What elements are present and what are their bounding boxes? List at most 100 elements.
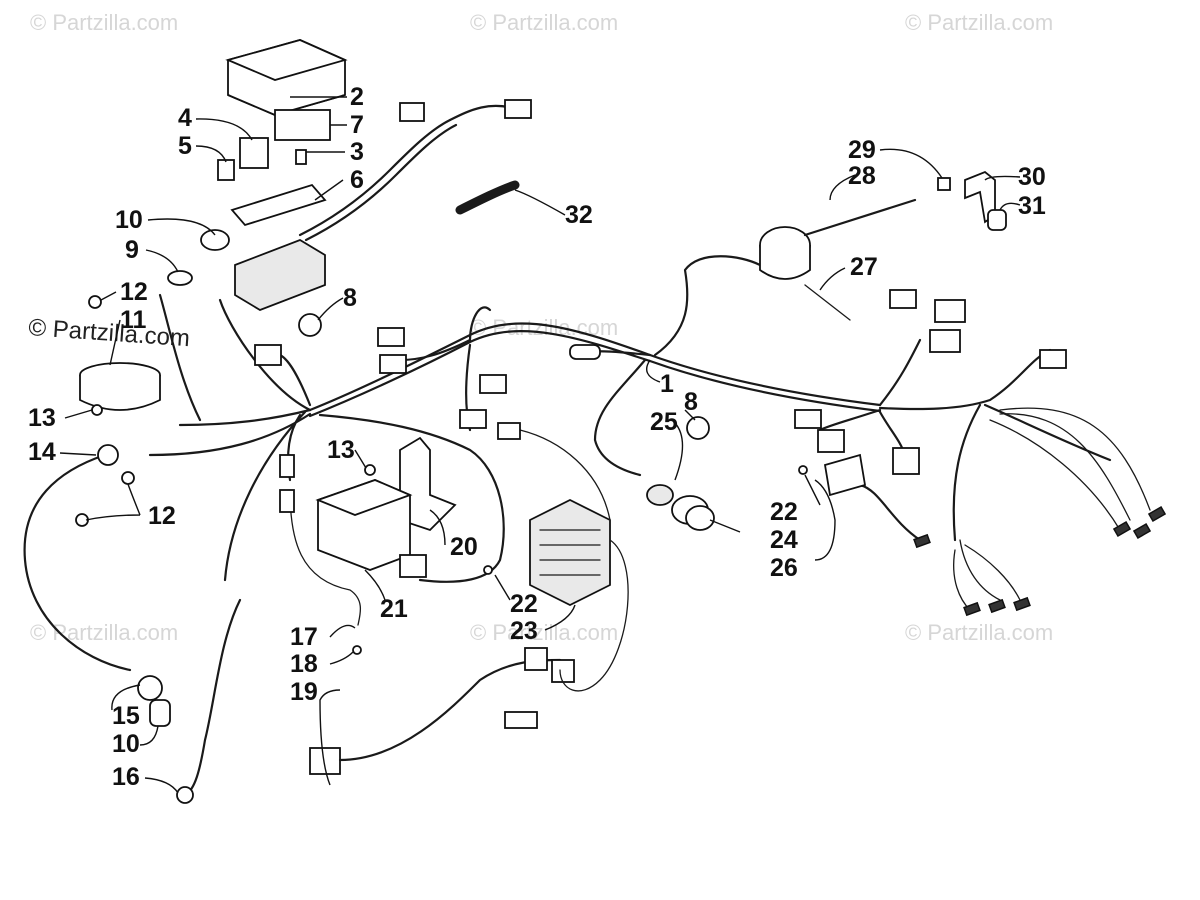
callout-5: 5 [178,132,192,160]
callout-13: 13 [28,404,56,432]
switch-plate [823,453,867,497]
boot [149,699,171,727]
callout-25: 25 [650,408,678,436]
circuit-board [230,183,327,227]
ignition-coil [759,198,917,280]
callout-32: 32 [565,201,593,229]
mini-fuse [295,149,307,165]
callout-12: 12 [148,502,176,530]
callout-28: 28 [848,162,876,190]
cdi-module [315,479,413,571]
grommet [646,484,674,506]
regulator-wiring [559,539,629,692]
callout-14: 14 [28,438,56,466]
connector [279,489,295,513]
indicator-lamp [671,495,715,531]
watermark: © Partzilla.com [30,620,178,645]
callout-10: 10 [115,206,143,234]
clamp-ring [298,313,322,337]
callout-17: 17 [290,623,318,651]
callout-8: 8 [343,284,357,312]
callout-4: 4 [178,104,192,132]
watermark: © Partzilla.com [905,620,1053,645]
ground-lead [289,489,362,626]
fuse-box-cover [225,39,348,116]
battery-cable [23,453,132,672]
watermark: © Partzilla.com [905,10,1053,35]
screw [364,464,376,476]
nut [121,471,135,485]
callouts: 2 7 3 6 4 5 10 9 12 11 8 13 14 12 13 15 … [28,83,1046,791]
callout-8: 8 [684,388,698,416]
cable-end [97,444,119,466]
ring-terminal [176,786,194,804]
callout-2: 2 [350,83,364,111]
connector [254,344,282,366]
harness-lead [338,658,562,762]
connector [934,299,966,323]
watermark: © Partzilla.com [470,620,618,645]
connector [794,409,822,429]
connector [399,554,427,578]
connector [377,327,405,347]
connector [889,289,917,309]
callout-11: 11 [120,306,147,334]
screw [483,565,493,575]
callout-19: 19 [290,678,318,706]
connector [551,659,575,683]
connector [479,374,507,394]
spacer [937,177,951,191]
right-leads [953,407,1151,611]
bolt [804,284,851,321]
connector [504,711,538,729]
connector [817,429,845,453]
callout-10: 10 [112,730,140,758]
callout-1: 1 [660,370,674,398]
callout-7: 7 [350,111,364,139]
regulator-wiring [519,429,611,521]
callout-21: 21 [380,595,408,623]
callout-13: 13 [327,436,355,464]
callout-3: 3 [350,138,364,166]
connector [524,647,548,671]
connector [459,409,487,429]
connector [399,102,425,122]
terminal-boot [200,229,230,251]
hose [455,180,520,215]
connector [279,454,295,478]
cap-seal [987,209,1007,231]
callout-30: 30 [1018,163,1046,191]
leader-lines [59,96,1021,794]
fuse [217,159,235,181]
watermark: © Partzilla.com [470,10,618,35]
watermark: © Partzilla.com [30,10,178,35]
callout-23: 23 [510,617,538,645]
boot [137,675,163,701]
screw [91,404,103,416]
relay [239,137,269,169]
connector [892,447,920,475]
callout-15: 15 [112,702,140,730]
screw [352,645,362,655]
callout-26: 26 [770,554,798,582]
callout-16: 16 [112,763,140,791]
callout-12: 12 [120,278,148,306]
connector [929,329,961,353]
connector [569,344,601,360]
screw [798,465,808,475]
nut [88,295,102,309]
connector [504,99,532,119]
callout-6: 6 [350,166,364,194]
callout-27: 27 [850,253,878,281]
connector [379,354,407,374]
callout-29: 29 [848,136,876,164]
starter-solenoid [79,362,161,411]
callout-22: 22 [510,590,538,618]
relay-block [274,109,331,141]
bullet-connectors [913,506,1167,617]
ring-terminal [167,270,193,286]
ground-cable [183,598,242,797]
callout-22: 22 [770,498,798,526]
callout-18: 18 [290,650,318,678]
